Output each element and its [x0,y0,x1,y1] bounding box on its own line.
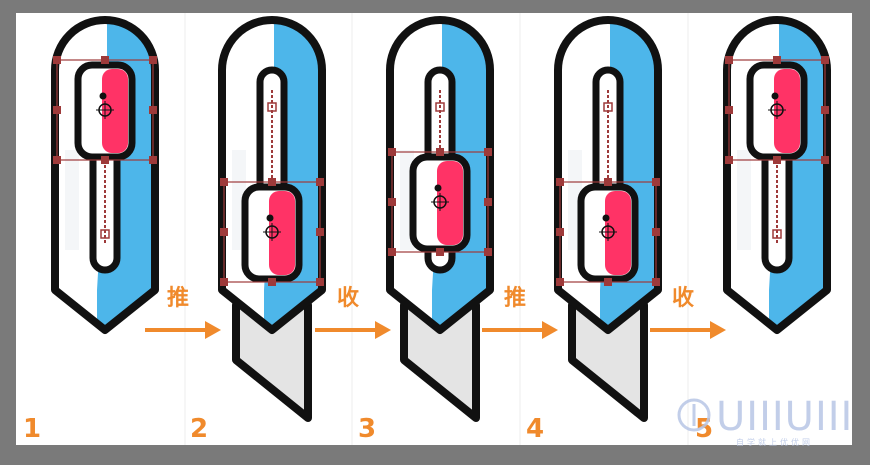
slider-button [725,56,829,164]
watermark-title: UIIIUIII [716,394,853,440]
slider-button [388,148,492,256]
selection-handle [652,178,660,186]
selection-handle [101,56,109,64]
slider-button [53,56,157,164]
selection-handle [604,278,612,286]
selection-handle [484,148,492,156]
transition-label: 收 [337,285,359,311]
knife-body-outline [723,16,831,334]
selection-handle [773,56,781,64]
selection-handle [149,156,157,164]
arrow-head [205,321,221,339]
knife-step-5 [723,16,831,334]
selection-handle [220,278,228,286]
slider-dot [771,92,779,100]
selection-handle [556,278,564,286]
selection-handle [604,178,612,186]
knife-step-4 [554,16,662,422]
selection-handle [436,248,444,256]
slider-button-pink [774,69,800,153]
arrow-head [542,321,558,339]
knife-body-outline [386,16,494,334]
arrow-head [710,321,726,339]
knife-step-2 [218,16,326,422]
selection-handle [821,106,829,114]
slider-button-pink [269,191,295,275]
selection-handle [316,178,324,186]
selection-handle [556,178,564,186]
slider-dot [266,214,274,222]
selection-handle [101,156,109,164]
step-number: 1 [23,414,41,444]
selection-handle [316,228,324,236]
selection-handle [149,106,157,114]
selection-handle [388,248,396,256]
selection-handle [652,278,660,286]
selection-handle [725,106,733,114]
selection-handle [821,156,829,164]
selection-handle [652,228,660,236]
selection-handle [725,56,733,64]
guide-anchor [267,102,277,112]
watermark-logo-icon [677,398,711,432]
slider-button-pink [437,161,463,245]
transition-label: 收 [672,285,694,311]
slider-dot [602,214,610,222]
knife-body-outline [554,16,662,334]
selection-handle [53,106,61,114]
guide-anchor [100,229,110,239]
guide-anchor [772,229,782,239]
slider-button [556,178,660,286]
selection-handle [220,228,228,236]
step-number: 2 [190,414,208,444]
guide-anchor [603,102,613,112]
selection-handle [268,278,276,286]
body-highlight [65,150,79,250]
selection-handle [268,178,276,186]
slider-dot [434,184,442,192]
selection-handle [484,248,492,256]
slider-button [220,178,324,286]
selection-handle [220,178,228,186]
selection-handle [821,56,829,64]
selection-handle [149,56,157,64]
selection-handle [53,156,61,164]
selection-handle [53,56,61,64]
selection-handle [725,156,733,164]
slider-button-pink [102,69,128,153]
selection-handle [388,198,396,206]
knife-body-outline [218,16,326,334]
arrow-head [375,321,391,339]
slider-dot [99,92,107,100]
selection-handle [436,148,444,156]
watermark-subtitle: 自学就上优优网 [736,437,813,447]
selection-handle [773,156,781,164]
knife-step-1 [51,16,159,334]
selection-handle [316,278,324,286]
knife-body-outline [51,16,159,334]
selection-handle [556,228,564,236]
body-highlight [737,150,751,250]
selection-handle [484,198,492,206]
transition-label: 推 [504,286,526,311]
knife-step-3 [386,16,494,422]
selection-handle [388,148,396,156]
guide-anchor [435,102,445,112]
step-number: 3 [358,414,376,444]
transition-label: 推 [167,286,189,311]
slider-button-pink [605,191,631,275]
step-number: 4 [526,414,544,444]
